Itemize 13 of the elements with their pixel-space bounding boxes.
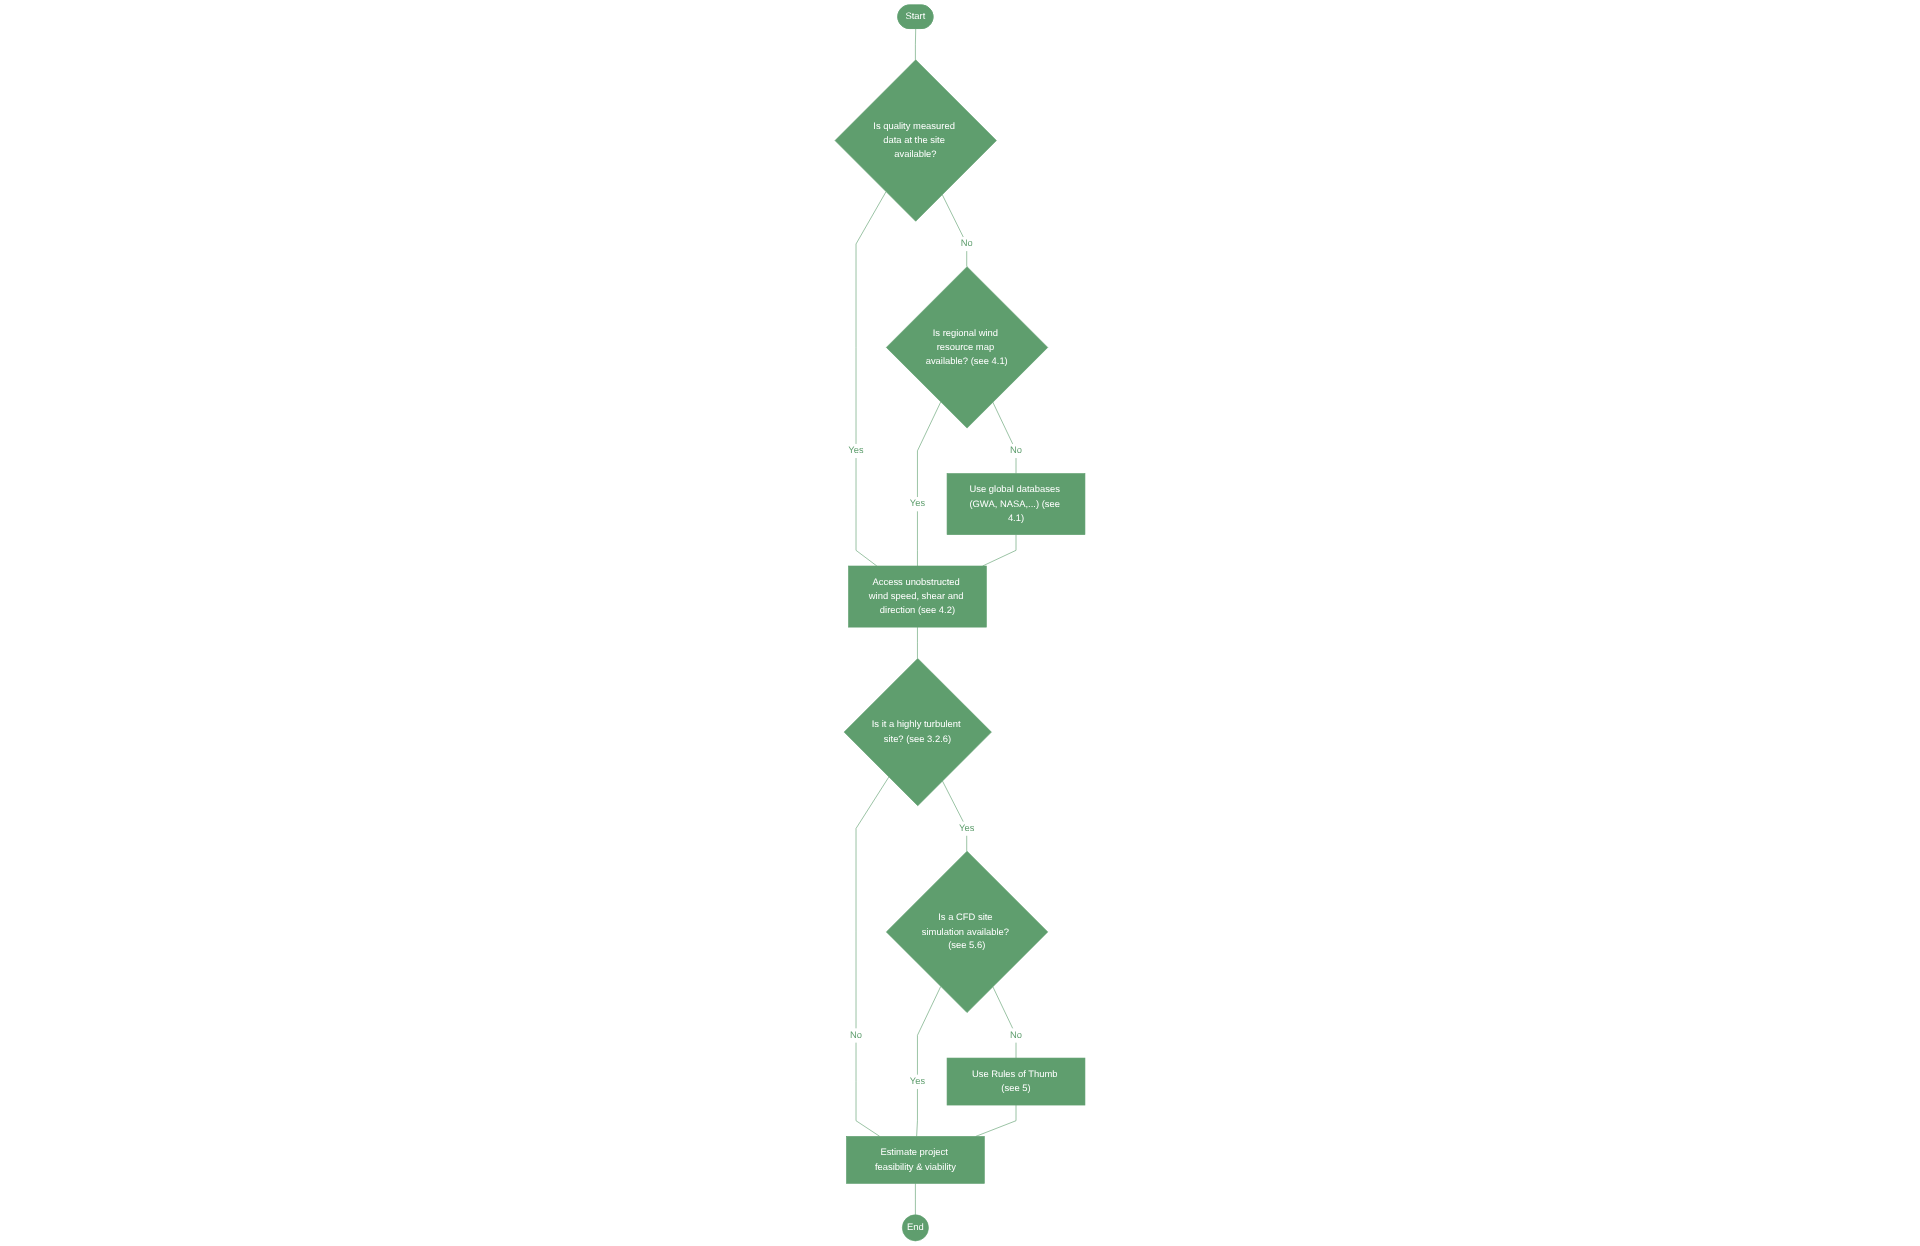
connector <box>917 401 941 567</box>
connector <box>915 28 917 61</box>
connector <box>992 986 1017 1059</box>
connector <box>942 780 968 852</box>
connector <box>941 194 968 268</box>
connector <box>917 626 918 659</box>
connector <box>855 776 890 1137</box>
connector <box>982 534 1017 567</box>
connector <box>855 191 887 567</box>
connector <box>916 986 941 1137</box>
connector <box>915 1183 916 1216</box>
connector <box>975 1104 1017 1137</box>
connector <box>992 401 1017 474</box>
